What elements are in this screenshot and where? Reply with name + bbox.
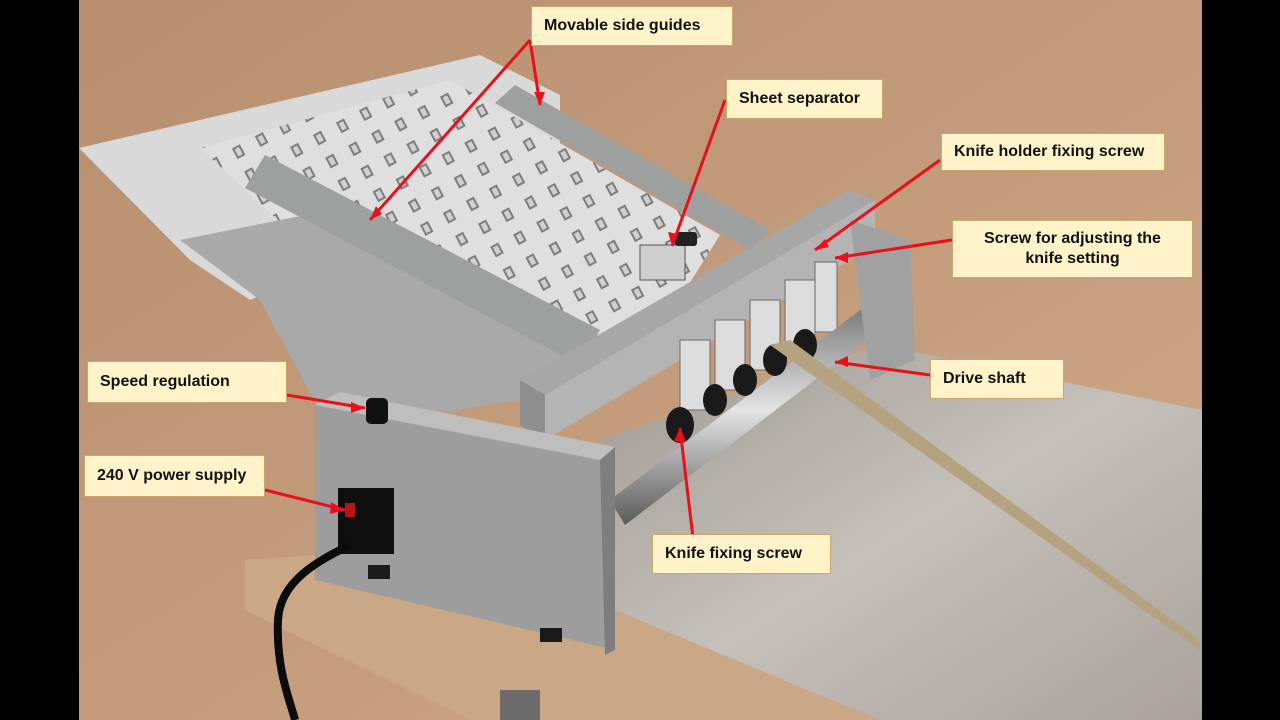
callout-sheet-separator: Sheet separator <box>726 79 883 119</box>
callout-text: Knife holder fixing screw <box>954 143 1145 160</box>
knife-bar-top <box>520 190 875 395</box>
left-housing-top <box>315 392 615 460</box>
right-frame <box>850 220 915 380</box>
sheet-separator-part <box>639 232 697 281</box>
side-guide-front <box>245 155 600 365</box>
callout-speed-regulation: Speed regulation <box>87 361 287 403</box>
callout-text: Sheet separator <box>739 90 860 107</box>
callout-knife-fixing-screw: Knife fixing screw <box>652 534 831 574</box>
callout-movable-side-guides: Movable side guides <box>531 6 733 46</box>
arrows <box>264 39 953 539</box>
housing-feet <box>368 565 562 642</box>
arrow-drive-shaft <box>834 360 931 377</box>
drive-shaft-rod <box>610 295 900 525</box>
feed-plate <box>180 210 600 430</box>
side-guide-back <box>495 85 770 250</box>
callout-text: Drive shaft <box>943 370 1026 387</box>
arrow-knife-holder-screw <box>814 158 941 252</box>
callout-text: Knife fixing screw <box>665 545 802 562</box>
output-sheet-metal <box>600 345 1202 720</box>
table-leg <box>500 690 540 720</box>
power-cable <box>273 541 352 720</box>
callout-text: 240 V power supply <box>97 467 247 484</box>
callout-text: Movable side guides <box>544 17 701 34</box>
label-strip <box>770 340 1200 650</box>
arrow-side-guide-1 <box>368 39 532 221</box>
speed-knob <box>366 398 388 424</box>
left-housing-side <box>315 405 615 650</box>
knife-bar-end <box>520 380 545 440</box>
left-housing-edge <box>600 447 615 655</box>
arrow-sheet-separator <box>670 99 727 247</box>
callout-knife-holder-fixing-screw: Knife holder fixing screw <box>941 133 1165 171</box>
callout-power-supply: 240 V power supply <box>84 455 265 497</box>
arrowheads <box>330 92 848 514</box>
label-sheet-stack <box>200 80 720 360</box>
callout-screw-adjusting-knife: Screw for adjusting the knife setting <box>952 220 1193 278</box>
arrow-knife-fixing-screw <box>678 427 695 539</box>
callout-text-line2: knife setting <box>1025 250 1120 267</box>
callout-drive-shaft: Drive shaft <box>930 359 1064 399</box>
callout-text-line1: Screw for adjusting the <box>984 230 1161 247</box>
arrow-adjust-screw <box>834 238 953 260</box>
knife-bar-face <box>545 200 875 440</box>
callout-text: Speed regulation <box>100 373 230 390</box>
